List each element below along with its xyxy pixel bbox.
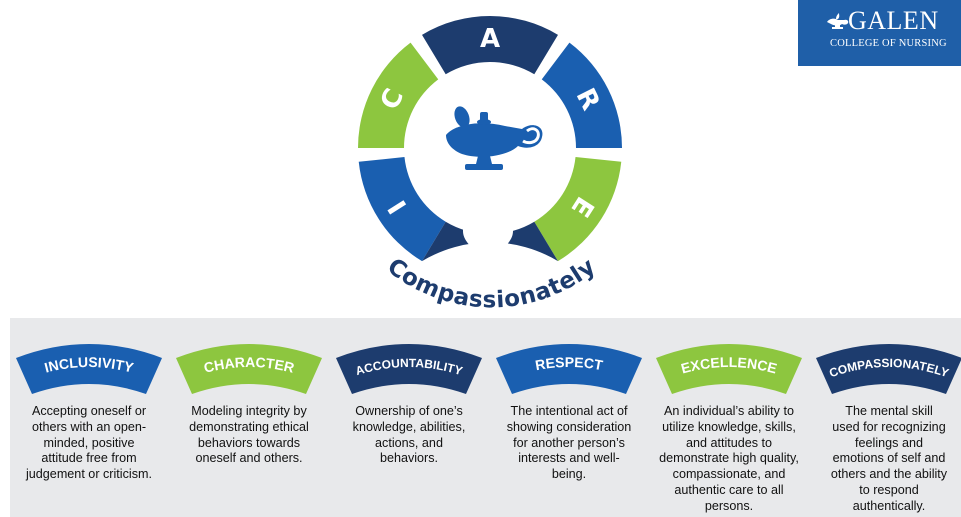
description-line: being. bbox=[551, 467, 587, 482]
description-line: judgement or criticism. bbox=[26, 467, 152, 482]
description-line: authentic care to all bbox=[674, 482, 784, 497]
segment-e bbox=[534, 156, 622, 262]
description-line: behaviors. bbox=[379, 451, 439, 466]
value-banner: ACCOUNTABILITY bbox=[336, 344, 482, 394]
galen-logo: GALEN COLLEGE OF NURSING bbox=[798, 0, 961, 66]
logo-name: GALEN bbox=[848, 6, 939, 35]
description-line: attitude free from bbox=[41, 451, 137, 466]
description-line: oneself and others. bbox=[195, 451, 303, 466]
segment-r bbox=[541, 42, 622, 149]
value-banner: RESPECT bbox=[496, 344, 642, 394]
description-line: to respond bbox=[859, 482, 919, 497]
value-banner: EXCELLENCE bbox=[656, 344, 802, 394]
description-line: The mental skill bbox=[845, 404, 933, 418]
description-line: Accepting oneself or bbox=[31, 404, 147, 418]
description-line: actions, and bbox=[375, 435, 443, 450]
description-line: authentically. bbox=[852, 498, 926, 513]
description-line: showing consideration bbox=[506, 419, 632, 434]
description-line: demonstrating ethical bbox=[189, 419, 309, 434]
description-line: persons. bbox=[704, 498, 754, 513]
lamp-center-icon bbox=[446, 106, 543, 170]
description-line: interests and well- bbox=[518, 451, 620, 466]
description-line: for another person’s bbox=[513, 435, 625, 450]
description-line: behaviors towards bbox=[197, 435, 301, 450]
description-line: The intentional act of bbox=[510, 404, 628, 418]
logo-subtitle: COLLEGE OF NURSING bbox=[830, 38, 947, 49]
segment-a bbox=[422, 15, 558, 75]
description-line: others with an open- bbox=[31, 419, 147, 434]
wheel-letter-a: A bbox=[480, 24, 500, 54]
description-line: emotions of self and bbox=[832, 451, 946, 466]
compassionately-arc-text: Compassionately bbox=[382, 253, 600, 313]
description-line: others and the ability bbox=[830, 467, 948, 482]
description-line: knowledge, abilities, bbox=[352, 419, 466, 434]
description-line: An individual’s ability to bbox=[664, 404, 794, 418]
segment-i bbox=[358, 156, 446, 262]
value-banner: CHARACTER bbox=[176, 344, 322, 394]
lamp-icon bbox=[827, 13, 849, 29]
description-line: demonstrate high quality, bbox=[659, 451, 799, 466]
description-line: utilize knowledge, skills, bbox=[662, 419, 796, 434]
description-line: feelings and bbox=[855, 435, 923, 450]
value-banner: INCLUSIVITY bbox=[16, 344, 162, 394]
description-line: minded, positive bbox=[43, 435, 135, 450]
value-title: EXCELLENCE bbox=[679, 354, 778, 377]
description-line: Modeling integrity by bbox=[191, 404, 307, 418]
value-title: RESPECT bbox=[534, 354, 605, 373]
value-title: INCLUSIVITY bbox=[43, 354, 136, 376]
value-banner: COMPASSIONATELY bbox=[816, 344, 961, 394]
description-line: and attitudes to bbox=[685, 435, 773, 450]
value-title: CHARACTER bbox=[202, 354, 296, 376]
segment-c bbox=[358, 42, 439, 149]
heart-icon bbox=[463, 218, 513, 262]
description-line: used for recognizing bbox=[832, 419, 946, 434]
description-line: Ownership of one’s bbox=[355, 404, 463, 418]
description-line: compassionate, and bbox=[672, 467, 786, 482]
